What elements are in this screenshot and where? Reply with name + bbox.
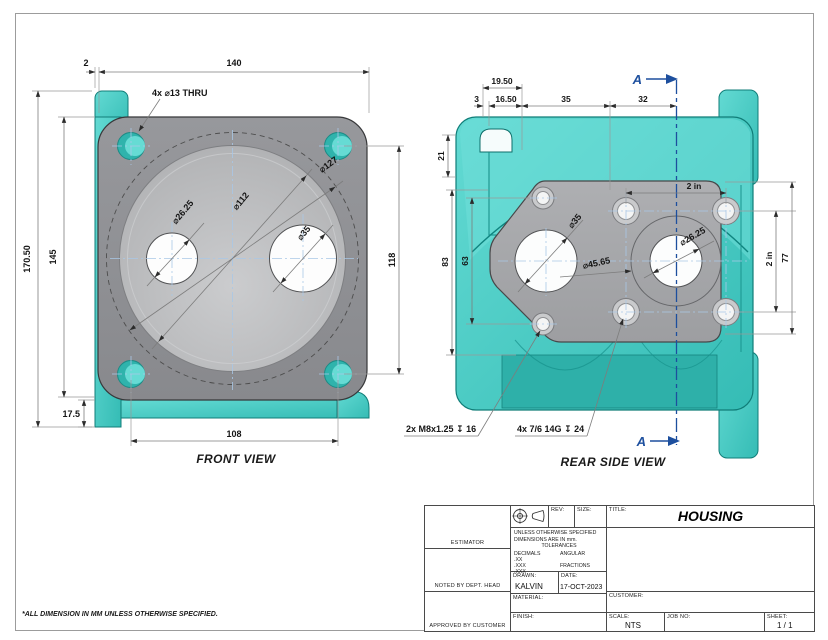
sheet-cell: SHEET: 1 / 1 [765, 613, 814, 631]
rear-view-caption: REAR SIDE VIEW [561, 455, 667, 469]
title-block: ESTIMATOR NOTED BY DEPT. HEAD APPROVED B… [424, 505, 815, 632]
dim-118-label: 118 [387, 253, 397, 268]
job-no-label: JOB NO: [667, 614, 691, 620]
title-label: TITLE: [609, 507, 627, 513]
dim-rear-top: 19.50 3 16.50 35 32 [474, 76, 677, 190]
decimals-label: DECIMALS [514, 550, 541, 557]
noted-by-cell: NOTED BY DEPT. HEAD [425, 549, 511, 592]
dim-16-50-label: 16.50 [495, 94, 517, 104]
dim-145-label: 145 [48, 249, 58, 264]
date-label: DATE: [561, 573, 578, 579]
section-label-top: A [632, 72, 642, 87]
dim-21-label: 21 [436, 151, 446, 161]
finish-cell: FINISH: [511, 613, 607, 631]
scale-label: SCALE: [609, 614, 630, 620]
section-label-bottom: A [636, 434, 646, 449]
sheet-label: SHEET: [767, 614, 788, 620]
job-no-cell: JOB NO: [665, 613, 765, 631]
dim-rear-right: 2 in 77 [725, 181, 796, 335]
dim-77-label: 77 [780, 253, 790, 263]
dim-2in-h-label: 2 in [687, 181, 702, 191]
spec-line2: DIMENSIONS ARE IN mm. [514, 536, 577, 543]
tolerance-cell: UNLESS OTHERWISE SPECIFIED DIMENSIONS AR… [511, 528, 607, 576]
general-note: *ALL DIMENSION IN MM UNLESS OTHERWISE SP… [22, 611, 218, 618]
rev-label: REV: [551, 507, 565, 513]
title-cell: TITLE: HOUSING [607, 506, 814, 528]
date-value: 17-OCT-2023 [560, 584, 603, 591]
views-canvas: 2 140 170.50 145 17.5 [22, 58, 796, 469]
customer-cell: CUSTOMER: [607, 592, 814, 613]
size-label: SIZE: [577, 507, 592, 513]
material-label: MATERIAL: [513, 595, 544, 601]
spec-line3: TOLERANCES [541, 543, 577, 549]
title-blank-cell [607, 528, 814, 592]
dim-rear-2in-h: 2 in [625, 181, 727, 204]
dim-2-label: 2 [83, 58, 88, 68]
dim-front-108: 108 [130, 380, 339, 446]
approved-by-cell: APPROVED BY CUSTOMER [425, 592, 511, 631]
dim-83-label: 83 [440, 257, 450, 267]
dim-17-5-label: 17.5 [62, 409, 80, 419]
dim-63-label: 63 [460, 256, 470, 266]
noted-by-label: NOTED BY DEPT. HEAD [434, 583, 501, 589]
date-cell: DATE: 17-OCT-2023 [559, 572, 607, 594]
fractions-label: FRACTIONS [560, 562, 590, 569]
projection-symbol-cell [511, 506, 549, 528]
front-view-caption: FRONT VIEW [196, 452, 277, 466]
drawn-cell: DRAWN: KALVIN [511, 572, 559, 594]
dim-140-label: 140 [226, 58, 241, 68]
front-view: 2 140 170.50 145 17.5 [22, 58, 404, 466]
drawn-label: DRAWN: [513, 573, 537, 579]
thread-note-1: 2x M8x1.25 ↧ 16 [406, 424, 476, 434]
rev-cell: REV: [549, 506, 575, 528]
front-bolt-circle-dashed [106, 132, 359, 385]
tol-xx: .XX [514, 556, 523, 563]
scale-cell: SCALE: NTS [607, 613, 665, 631]
estimator-cell: ESTIMATOR [425, 506, 511, 549]
angular-label: ANGULAR [560, 550, 586, 557]
dim-3-label: 3 [474, 94, 479, 104]
customer-label: CUSTOMER: [609, 593, 644, 599]
tol-xxx: .XXX [514, 562, 526, 569]
approved-by-label: APPROVED BY CUSTOMER [429, 623, 506, 629]
rear-view: A A 19.50 3 16.50 35 [404, 72, 796, 469]
dim-front-17-5: 17.5 [62, 399, 95, 428]
dim-2in-v-label: 2 in [764, 252, 774, 267]
tol-xxxx: .XXX [514, 569, 526, 576]
front-hole-note: 4x ⌀13 THRU [152, 88, 207, 98]
finish-label: FINISH: [513, 614, 534, 620]
material-cell: MATERIAL: [511, 594, 607, 613]
dim-front-top: 2 140 [83, 58, 370, 113]
rear-thread-callout-2: 4x 7/6 14G ↧ 24 [515, 318, 624, 437]
dim-rear-left: 21 83 63 [436, 134, 530, 356]
drawing-title: HOUSING [677, 508, 744, 524]
dim-19-50-label: 19.50 [491, 76, 513, 86]
scale-value: NTS [625, 621, 641, 630]
sheet-value: 1 / 1 [777, 621, 793, 630]
dim-108-label: 108 [226, 429, 241, 439]
spec-line1: UNLESS OTHERWISE SPECIFIED [514, 530, 597, 536]
dim-front-118: 118 [344, 145, 404, 375]
drawn-value: KALVIN [515, 582, 543, 591]
thread-note-2: 4x 7/6 14G ↧ 24 [517, 424, 584, 434]
front-hole-callout: 4x ⌀13 THRU [138, 88, 207, 132]
rear-thread-callout-1: 2x M8x1.25 ↧ 16 [404, 330, 541, 437]
dim-170-50-label: 170.50 [22, 245, 32, 273]
dim-35-label: 35 [561, 94, 571, 104]
dim-front-left: 170.50 145 [22, 90, 95, 428]
sheet-border [15, 13, 814, 631]
estimator-label: ESTIMATOR [450, 540, 485, 546]
size-cell: SIZE: [575, 506, 607, 528]
dim-32-label: 32 [638, 94, 648, 104]
third-angle-projection-icon [512, 508, 545, 524]
